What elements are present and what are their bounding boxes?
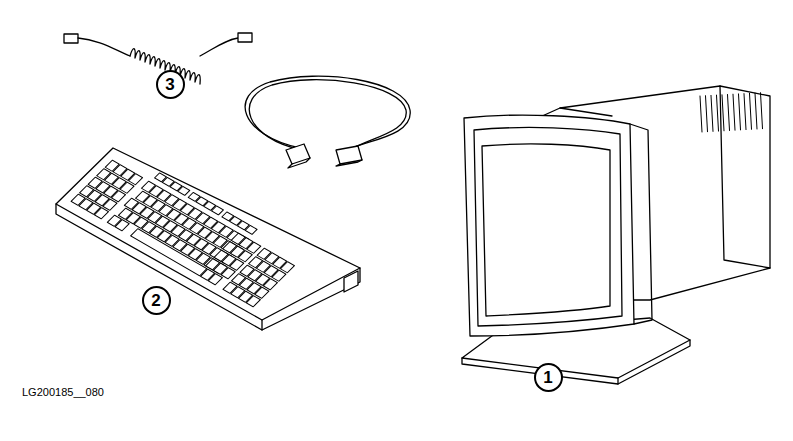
callout-number: 2 bbox=[151, 292, 160, 309]
callout-circle: 2 bbox=[142, 286, 171, 315]
vent-slot bbox=[717, 95, 719, 131]
key bbox=[178, 186, 190, 195]
vent-slot bbox=[744, 94, 746, 130]
vent-slot bbox=[755, 93, 757, 129]
key bbox=[247, 242, 261, 253]
vent-slot bbox=[750, 93, 752, 129]
keyboard bbox=[56, 148, 360, 330]
vent-slot bbox=[761, 93, 763, 129]
key bbox=[263, 279, 277, 290]
key bbox=[94, 208, 108, 219]
figure-id: LG200185__080 bbox=[22, 386, 104, 398]
callout-number: 1 bbox=[543, 369, 552, 386]
callout-circle: 1 bbox=[534, 363, 563, 392]
key bbox=[280, 262, 294, 273]
key bbox=[246, 296, 260, 307]
key bbox=[238, 251, 252, 262]
key bbox=[131, 229, 207, 276]
key bbox=[208, 274, 222, 285]
key bbox=[272, 270, 286, 281]
vent-slot bbox=[728, 95, 730, 131]
monitor bbox=[462, 86, 770, 384]
key bbox=[103, 199, 117, 210]
key bbox=[111, 191, 125, 202]
key bbox=[212, 206, 224, 215]
vent-slot bbox=[733, 94, 735, 130]
callout-number: 3 bbox=[165, 76, 174, 93]
vent-slot bbox=[706, 96, 708, 132]
vent-slot bbox=[739, 94, 741, 130]
key bbox=[245, 225, 257, 234]
vent-slot bbox=[711, 95, 713, 131]
power-cable bbox=[245, 76, 410, 168]
key bbox=[221, 268, 235, 279]
vent-slot bbox=[700, 96, 702, 132]
key bbox=[120, 182, 134, 193]
key bbox=[115, 220, 129, 231]
key bbox=[230, 259, 244, 270]
vent-slot bbox=[722, 95, 724, 131]
key bbox=[255, 287, 269, 298]
key bbox=[129, 174, 143, 185]
callout-circle: 3 bbox=[156, 70, 185, 99]
